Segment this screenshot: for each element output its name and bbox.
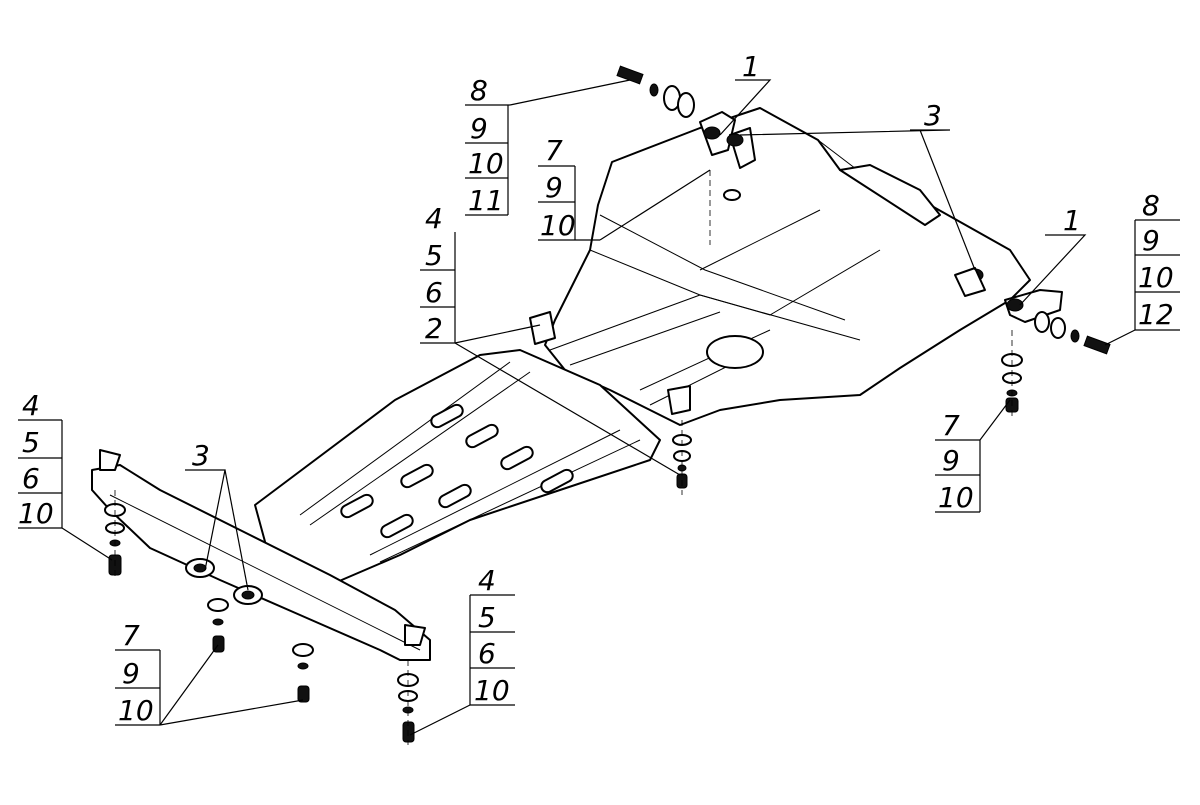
callout-label: 10 xyxy=(540,209,576,242)
callout-label: 9 xyxy=(470,112,488,145)
callout-front-3: 3 xyxy=(192,439,210,472)
callout-left-mid: 4 5 6 2 xyxy=(425,202,443,345)
callout-right-low: 7 9 10 xyxy=(938,409,974,514)
callout-label: 6 xyxy=(22,462,40,495)
callout-label: 11 xyxy=(468,184,504,217)
callout-label: 6 xyxy=(425,276,443,309)
callout-label: 6 xyxy=(478,637,496,670)
callout-label: 7 xyxy=(545,134,563,167)
callout-label: 10 xyxy=(468,147,504,180)
callout-label: 4 xyxy=(425,202,443,235)
callout-label: 2 xyxy=(425,312,443,345)
callout-label: 10 xyxy=(118,694,154,727)
callout-label: 7 xyxy=(942,409,960,442)
callout-left: 4 5 6 10 xyxy=(18,389,54,530)
rear-skid-plate xyxy=(544,107,1031,426)
callout-label: 4 xyxy=(478,564,496,597)
callout-top-right-3: 3 xyxy=(924,99,942,132)
callout-label: 5 xyxy=(478,601,496,634)
callout-top-mid-1: 1 xyxy=(742,50,760,83)
callout-label: 8 xyxy=(1142,189,1160,222)
callout-top-mid: 7 9 10 xyxy=(540,134,576,242)
callout-label: 9 xyxy=(545,171,563,204)
callout-label: 9 xyxy=(942,444,960,477)
callout-bottom-left: 7 9 10 xyxy=(118,619,154,727)
front-plate-slots xyxy=(340,403,574,539)
callout-label: 5 xyxy=(22,426,40,459)
callout-label: 8 xyxy=(470,74,488,107)
cross-member xyxy=(91,449,431,661)
callout-label: 5 xyxy=(425,239,443,272)
callout-label: 9 xyxy=(122,657,140,690)
callout-label: 9 xyxy=(1142,224,1160,257)
callout-label: 10 xyxy=(938,481,974,514)
callout-label: 10 xyxy=(1138,261,1174,294)
brackets xyxy=(529,111,1063,415)
callout-top-left: 8 9 10 11 xyxy=(468,74,504,217)
callout-label: 10 xyxy=(18,497,54,530)
callout-label: 12 xyxy=(1138,298,1174,331)
front-skid-plate xyxy=(254,349,661,586)
callout-label: 7 xyxy=(122,619,140,652)
leader-lines xyxy=(18,79,1180,736)
callout-bottom-mid: 4 5 6 10 xyxy=(474,564,510,707)
callout-label: 4 xyxy=(22,389,40,422)
hardware xyxy=(104,65,1111,745)
callout-label: 10 xyxy=(474,674,510,707)
callout-right: 8 9 10 12 xyxy=(1138,189,1174,331)
callout-right-1: 1 xyxy=(1063,204,1081,237)
